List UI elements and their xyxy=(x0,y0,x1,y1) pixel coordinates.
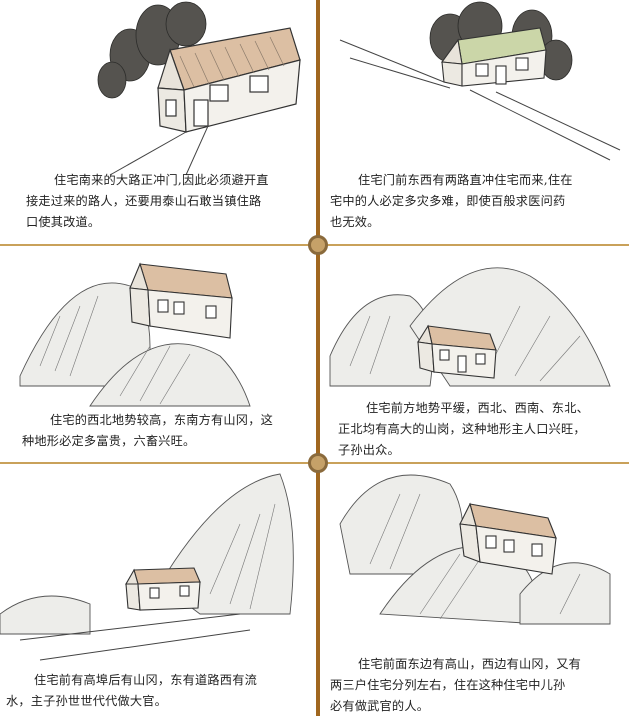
panel-northwest-high: 住宅的西北地势较高，东南方有山冈，这 种地形必定多富贵，六畜兴旺。 xyxy=(0,246,314,462)
illustration-house-with-trees xyxy=(97,1,301,176)
divider-knot-2 xyxy=(308,453,328,473)
caption-panel-2: 住宅门前东西有两路直冲住宅而来,住在 宅中的人必定多灾多难，即使百般求医问药 也… xyxy=(330,173,573,229)
panel-mountains-all-sides: 住宅前方地势平缓，西北、西南、东北、 正北均有高大的山岗，这种地形主人口兴旺， … xyxy=(320,246,629,462)
caption-panel-1: 住宅南来的大路正冲门,因此必须避开直 接走过来的路人，还要用泰山石敢当镇住路 口… xyxy=(26,173,269,229)
illustration-house-before-mountain xyxy=(0,473,294,661)
caption-panel-6: 住宅前面东边有高山，西边有山冈，又有 两三户住宅分列左右，住在这种住宅中儿孙 必… xyxy=(330,657,581,713)
panel-mountains-east-west: 住宅前面东边有高山，西边有山冈，又有 两三户住宅分列左右，住在这种住宅中儿孙 必… xyxy=(320,464,629,716)
vertical-divider xyxy=(316,0,320,716)
caption-panel-3: 住宅的西北地势较高，东南方有山冈，这 种地形必定多富贵，六畜兴旺。 xyxy=(22,413,273,448)
panel-road-toward-door: 住宅南来的大路正冲门,因此必须避开直 接走过来的路人，还要用泰山石敢当镇住路 口… xyxy=(0,0,314,244)
divider-knot-1 xyxy=(308,235,328,255)
caption-panel-4: 住宅前方地势平缓，西北、西南、东北、 正北均有高大的山岗，这种地形主人口兴旺， … xyxy=(338,401,589,457)
illustration-valley-house xyxy=(329,267,611,387)
panel-mound-and-road: 住宅前有高埠后有山冈，东有道路西有流 水，主子孙世世代代做大官。 xyxy=(0,464,314,716)
caption-panel-5: 住宅前有高埠后有山冈，东有道路西有流 水，主子孙世世代代做大官。 xyxy=(6,673,257,708)
panel-two-roads: 住宅门前东西有两路直冲住宅而来,住在 宅中的人必定多灾多难，即使百般求医问药 也… xyxy=(320,0,629,244)
illustration-house-among-peaks xyxy=(339,474,611,625)
illustration-house-crossroads xyxy=(339,1,621,161)
illustration-house-on-hill xyxy=(19,262,251,407)
